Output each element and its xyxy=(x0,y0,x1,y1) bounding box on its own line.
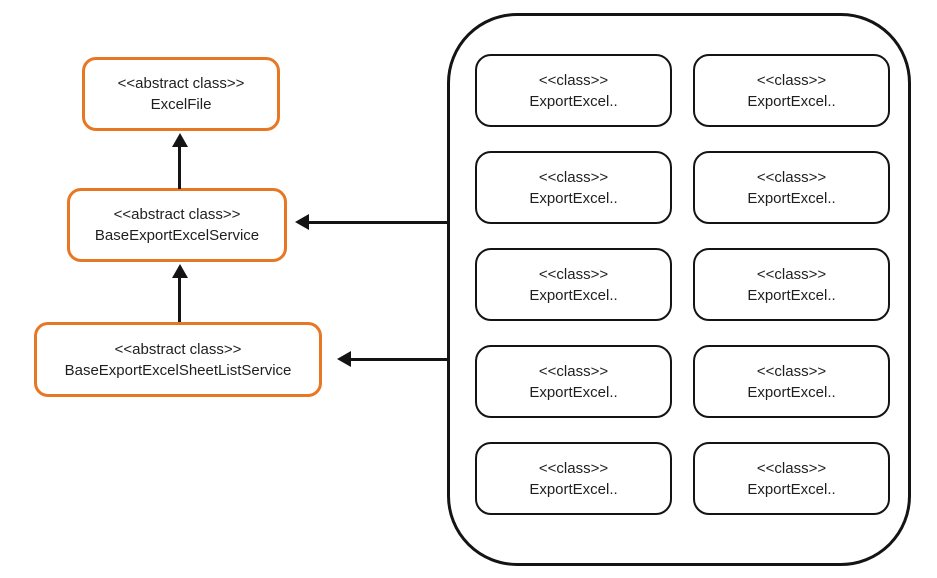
node-class-name: ExportExcel.. xyxy=(747,189,836,207)
concrete-class-group: <<class>> ExportExcel.. <<class>> Export… xyxy=(447,13,911,566)
node-export-excel-class: <<class>> ExportExcel.. xyxy=(475,151,672,224)
node-class-name: ExportExcel.. xyxy=(747,92,836,110)
node-class-name: ExportExcel.. xyxy=(529,286,618,304)
node-class-name: ExportExcel.. xyxy=(529,92,618,110)
arrowhead-up-icon xyxy=(172,264,188,278)
arrowhead-up-icon xyxy=(172,133,188,147)
node-stereotype: <<abstract class>> xyxy=(117,75,245,92)
node-export-excel-class: <<class>> ExportExcel.. xyxy=(693,151,890,224)
inheritance-arrow-line-sheetlist-to-service xyxy=(178,278,181,322)
node-class-name: ExportExcel.. xyxy=(747,286,836,304)
node-export-excel-class: <<class>> ExportExcel.. xyxy=(475,54,672,127)
node-stereotype: <<class>> xyxy=(756,265,827,283)
node-class-name: ExportExcel.. xyxy=(529,189,618,207)
node-export-excel-class: <<class>> ExportExcel.. xyxy=(693,345,890,418)
node-stereotype: <<class>> xyxy=(538,265,609,283)
node-class-name: ExportExcel.. xyxy=(747,383,836,401)
node-stereotype: <<class>> xyxy=(756,71,827,89)
node-export-excel-class: <<class>> ExportExcel.. xyxy=(693,442,890,515)
node-stereotype: <<class>> xyxy=(756,362,827,380)
arrow-line-group-to-sheetlist xyxy=(351,358,447,361)
node-class-name: ExportExcel.. xyxy=(529,480,618,498)
node-stereotype: <<class>> xyxy=(756,168,827,186)
node-stereotype: <<class>> xyxy=(538,362,609,380)
node-excel-file: <<abstract class>> ExcelFile xyxy=(82,57,280,131)
node-class-name: ExportExcel.. xyxy=(747,480,836,498)
node-class-name: ExportExcel.. xyxy=(529,383,618,401)
arrowhead-left-icon xyxy=(295,214,309,230)
node-stereotype: <<class>> xyxy=(756,459,827,477)
node-export-excel-class: <<class>> ExportExcel.. xyxy=(475,345,672,418)
node-stereotype: <<class>> xyxy=(538,168,609,186)
node-class-name: ExcelFile xyxy=(150,96,212,113)
node-stereotype: <<class>> xyxy=(538,459,609,477)
node-base-export-excel-sheet-list-service: <<abstract class>> BaseExportExcelSheetL… xyxy=(34,322,322,397)
arrowhead-left-icon xyxy=(337,351,351,367)
node-class-name: BaseExportExcelService xyxy=(94,227,260,244)
node-export-excel-class: <<class>> ExportExcel.. xyxy=(475,442,672,515)
node-stereotype: <<abstract class>> xyxy=(114,340,242,358)
node-base-export-excel-service: <<abstract class>> BaseExportExcelServic… xyxy=(67,188,287,262)
node-stereotype: <<class>> xyxy=(538,71,609,89)
node-stereotype: <<abstract class>> xyxy=(113,206,241,223)
node-export-excel-class: <<class>> ExportExcel.. xyxy=(693,248,890,321)
node-export-excel-class: <<class>> ExportExcel.. xyxy=(693,54,890,127)
arrow-line-group-to-service xyxy=(309,221,447,224)
node-export-excel-class: <<class>> ExportExcel.. xyxy=(475,248,672,321)
node-class-name: BaseExportExcelSheetListService xyxy=(64,361,292,379)
inheritance-arrow-line-service-to-excelfile xyxy=(178,147,181,189)
